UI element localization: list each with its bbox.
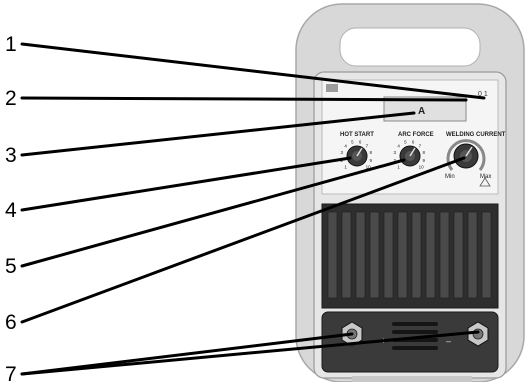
leader-lines bbox=[20, 42, 486, 376]
base-foot bbox=[352, 376, 472, 382]
logo-mark bbox=[326, 84, 338, 92]
scale-number: 6 bbox=[412, 140, 415, 145]
scale-number: 6 bbox=[359, 140, 362, 145]
leader-1 bbox=[20, 42, 486, 100]
scale-number: 1 bbox=[344, 165, 347, 170]
scale-number: 7 bbox=[419, 143, 422, 148]
minus-label: – bbox=[446, 336, 451, 346]
arc-force-knob bbox=[399, 145, 421, 167]
power-switch: 0 1 bbox=[478, 91, 488, 98]
grille-slot bbox=[355, 211, 366, 299]
grille-slot bbox=[411, 211, 422, 299]
leader-6 bbox=[20, 156, 466, 324]
leader-7b bbox=[20, 330, 480, 376]
callout-2: 2 bbox=[5, 87, 17, 110]
grille-slot bbox=[341, 211, 352, 299]
grille-slot bbox=[383, 211, 394, 299]
callout-5: 5 bbox=[5, 255, 17, 278]
grille-slot bbox=[397, 211, 408, 299]
scale-number: 7 bbox=[366, 143, 369, 148]
grille-slot bbox=[425, 211, 436, 299]
grille-slot bbox=[453, 211, 464, 299]
welding-current-label: WELDING CURRENT bbox=[446, 132, 506, 138]
scale-number: 4 bbox=[397, 143, 400, 148]
grille-slot bbox=[439, 211, 450, 299]
grille-slot bbox=[481, 211, 492, 299]
callout-1: 1 bbox=[5, 33, 17, 56]
grille-slot bbox=[369, 211, 380, 299]
hot-start-knob bbox=[346, 145, 368, 167]
scale-number: 5 bbox=[351, 140, 354, 145]
leader-3 bbox=[20, 111, 416, 157]
terminal-vent bbox=[392, 322, 438, 326]
scale-number: 8 bbox=[370, 150, 373, 155]
callout-6: 6 bbox=[5, 311, 17, 334]
scale-number: 8 bbox=[423, 150, 426, 155]
welding-current-knob bbox=[446, 139, 486, 171]
current-max-label: Max bbox=[480, 174, 491, 180]
current-min-label: Min bbox=[445, 174, 455, 180]
hot-start-label: HOT START bbox=[340, 132, 374, 138]
warning-icon bbox=[479, 177, 491, 187]
scale-number: 2 bbox=[394, 158, 397, 163]
scale-number: 10 bbox=[419, 165, 425, 170]
scale-number: 3 bbox=[394, 150, 397, 155]
scale-number: 9 bbox=[423, 158, 426, 163]
scale-number: 3 bbox=[341, 150, 344, 155]
leader-4 bbox=[20, 156, 352, 212]
leader-5 bbox=[20, 158, 406, 268]
arc-force-label: ARC FORCE bbox=[398, 132, 434, 138]
scale-number: 9 bbox=[370, 158, 373, 163]
display-unit: A bbox=[418, 106, 425, 117]
scale-number: 4 bbox=[344, 143, 347, 148]
grille-slot bbox=[327, 211, 338, 299]
scale-number: 5 bbox=[404, 140, 407, 145]
leader-7a bbox=[20, 332, 354, 376]
terminal-vent bbox=[392, 346, 438, 350]
handle-opening bbox=[339, 27, 481, 67]
scale-number: 1 bbox=[397, 165, 400, 170]
terminal-vent bbox=[392, 330, 438, 334]
callout-7: 7 bbox=[5, 363, 17, 386]
grille-slot bbox=[467, 211, 478, 299]
callout-3: 3 bbox=[5, 144, 17, 167]
grille-slots bbox=[327, 211, 492, 299]
callout-4: 4 bbox=[5, 199, 17, 222]
scale-number: 10 bbox=[366, 165, 372, 170]
leader-2 bbox=[20, 96, 468, 102]
